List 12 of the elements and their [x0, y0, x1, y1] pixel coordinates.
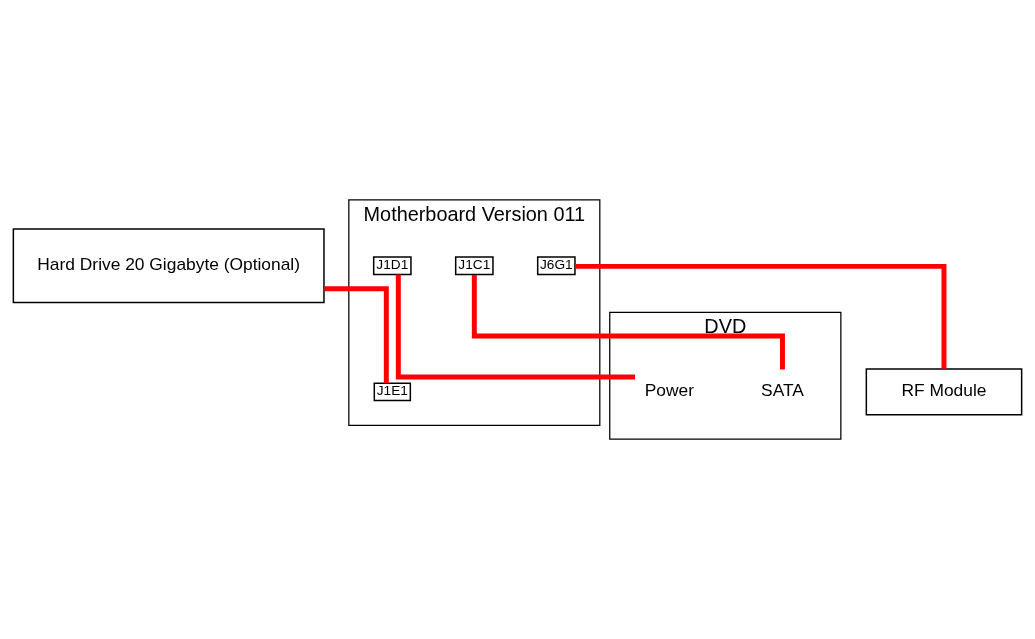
- node-text: SATA: [761, 380, 804, 401]
- node-box: J1E1: [373, 382, 412, 402]
- node-box: RF Module: [865, 368, 1023, 416]
- node-box: J6G1: [536, 256, 576, 276]
- connector: [324, 286, 389, 384]
- connector: [395, 274, 636, 380]
- node-box: J1C1: [454, 256, 494, 276]
- node-box: Hard Drive 20 Gigabyte (Optional): [12, 228, 325, 304]
- node-box: J1D1: [372, 256, 412, 276]
- node-text: Power: [644, 380, 695, 401]
- connector: [471, 274, 785, 370]
- connector: [575, 263, 947, 369]
